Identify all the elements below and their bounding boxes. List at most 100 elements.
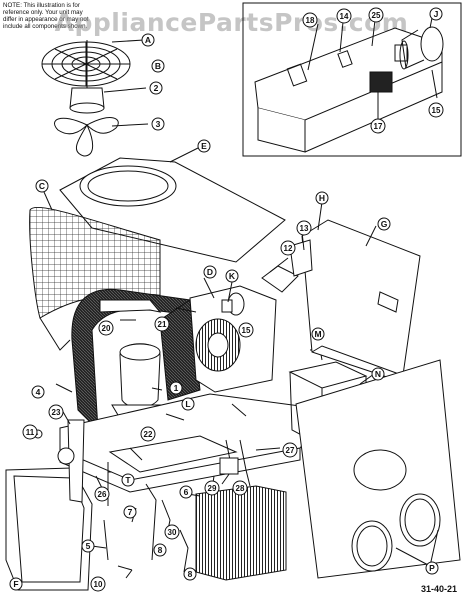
svg-text:5: 5 bbox=[86, 541, 91, 551]
contactor-assembly bbox=[261, 239, 313, 293]
callout-K: K bbox=[225, 269, 239, 283]
callout-20: 20 bbox=[98, 320, 114, 336]
callout-11: 11 bbox=[22, 424, 38, 440]
svg-text:M: M bbox=[314, 329, 321, 339]
callout-G: G bbox=[377, 217, 391, 231]
callout-1: 1 bbox=[169, 381, 183, 395]
clip-part bbox=[117, 565, 133, 579]
svg-text:17: 17 bbox=[374, 122, 383, 131]
svg-text:K: K bbox=[229, 271, 236, 281]
svg-text:15: 15 bbox=[432, 106, 441, 115]
callout-13: 13 bbox=[296, 220, 312, 236]
svg-text:15: 15 bbox=[242, 326, 251, 335]
callout-23: 23 bbox=[48, 404, 64, 420]
svg-text:7: 7 bbox=[128, 507, 133, 517]
callout-25: 25 bbox=[368, 7, 384, 23]
callout-P: P bbox=[425, 561, 439, 575]
svg-text:10: 10 bbox=[94, 580, 103, 589]
callout-B: B bbox=[151, 59, 165, 73]
condenser-coil bbox=[71, 288, 201, 432]
svg-text:20: 20 bbox=[102, 324, 111, 333]
callout-18: 18 bbox=[302, 12, 318, 28]
svg-text:J: J bbox=[434, 9, 439, 19]
note-line-1: NOTE: This illustration is for bbox=[3, 2, 80, 9]
callout-J: J bbox=[429, 7, 443, 21]
callout-H: H bbox=[315, 191, 329, 205]
callout-14: 14 bbox=[336, 8, 352, 24]
reference-note: NOTE: This illustration is for reference… bbox=[3, 2, 153, 30]
callout-T: T bbox=[121, 473, 135, 487]
tube-part bbox=[145, 483, 157, 561]
callout-15: 15 bbox=[238, 322, 254, 338]
svg-text:21: 21 bbox=[158, 320, 167, 329]
support-bracket bbox=[57, 419, 85, 503]
callout-15-inset: 15 bbox=[428, 102, 444, 118]
callout-21: 21 bbox=[154, 316, 170, 332]
capacitor bbox=[399, 26, 444, 70]
figure-code: 31-40-21 bbox=[420, 584, 457, 594]
callout-D: D bbox=[203, 265, 217, 279]
svg-text:29: 29 bbox=[208, 484, 217, 493]
callout-L: L bbox=[181, 397, 195, 411]
svg-text:P: P bbox=[429, 563, 435, 573]
svg-text:H: H bbox=[319, 193, 325, 203]
svg-text:B: B bbox=[155, 61, 161, 71]
svg-text:30: 30 bbox=[168, 528, 177, 537]
svg-text:2: 2 bbox=[154, 83, 159, 93]
callout-labels: A B 2 3 E C 18 14 25 J 15 17 H G 13 12 D… bbox=[9, 7, 444, 592]
svg-text:22: 22 bbox=[144, 430, 153, 439]
svg-text:13: 13 bbox=[300, 224, 309, 233]
heat-exchanger-coil bbox=[195, 485, 287, 581]
svg-text:E: E bbox=[201, 141, 207, 151]
svg-text:F: F bbox=[13, 579, 18, 589]
control-box-inset-frame bbox=[242, 2, 462, 157]
blower-housing bbox=[189, 285, 277, 393]
svg-text:28: 28 bbox=[236, 484, 245, 493]
callout-10: 10 bbox=[90, 576, 106, 592]
svg-text:C: C bbox=[39, 181, 45, 191]
fan-blade bbox=[54, 117, 119, 157]
svg-text:26: 26 bbox=[98, 490, 107, 499]
callout-17: 17 bbox=[370, 118, 386, 134]
svg-text:23: 23 bbox=[52, 408, 61, 417]
svg-text:T: T bbox=[125, 475, 131, 485]
callout-28: 28 bbox=[232, 480, 248, 496]
svg-text:27: 27 bbox=[286, 446, 295, 455]
callout-7: 7 bbox=[123, 505, 137, 519]
callout-26: 26 bbox=[94, 486, 110, 502]
svg-text:14: 14 bbox=[340, 12, 349, 21]
callout-E: E bbox=[197, 139, 211, 153]
blower-motor bbox=[221, 292, 245, 316]
svg-text:3: 3 bbox=[156, 119, 161, 129]
callout-6: 6 bbox=[179, 485, 193, 499]
svg-text:11: 11 bbox=[26, 428, 35, 437]
svg-text:12: 12 bbox=[284, 244, 293, 253]
note-line-3: differ in appearance or may not bbox=[3, 16, 89, 23]
control-box-panel bbox=[254, 27, 443, 153]
callout-8-right: 8 bbox=[183, 567, 197, 581]
fan-grille bbox=[41, 41, 131, 87]
callout-4: 4 bbox=[31, 385, 45, 399]
callout-5: 5 bbox=[81, 539, 95, 553]
svg-text:4: 4 bbox=[36, 387, 41, 397]
svg-text:1: 1 bbox=[174, 383, 179, 393]
note-line-4: include all components shown. bbox=[3, 23, 88, 30]
svg-text:6: 6 bbox=[184, 487, 189, 497]
fan-motor bbox=[69, 87, 105, 114]
callout-2: 2 bbox=[149, 81, 163, 95]
service-valves bbox=[219, 439, 251, 487]
svg-text:L: L bbox=[185, 399, 190, 409]
callout-29: 29 bbox=[204, 480, 220, 496]
svg-text:N: N bbox=[375, 369, 381, 379]
callout-C: C bbox=[35, 179, 49, 193]
svg-text:18: 18 bbox=[306, 16, 315, 25]
svg-text:8: 8 bbox=[158, 545, 163, 555]
svg-text:8: 8 bbox=[188, 569, 193, 579]
drier-part bbox=[179, 529, 189, 573]
callout-22: 22 bbox=[140, 426, 156, 442]
callout-M: M bbox=[311, 327, 325, 341]
note-line-2: reference only. Your unit may bbox=[3, 9, 83, 16]
service-grille-covers bbox=[351, 493, 441, 572]
